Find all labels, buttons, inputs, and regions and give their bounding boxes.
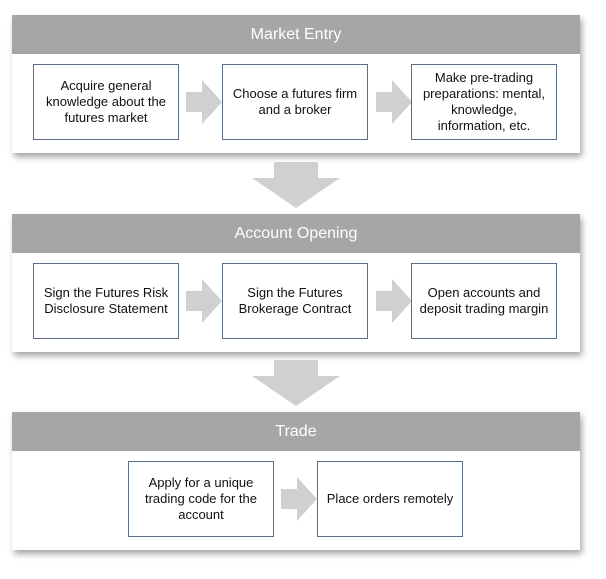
down-arrow-icon (252, 360, 340, 406)
right-arrow-icon (281, 477, 317, 521)
step-box: Sign the Futures Risk Disclosure Stateme… (33, 263, 179, 339)
right-arrow-icon (376, 80, 412, 124)
section-trade: Trade Apply for a unique trading code fo… (12, 412, 580, 550)
right-arrow-icon (186, 80, 222, 124)
step-box: Acquire general knowledge about the futu… (33, 64, 179, 140)
right-arrow-icon (186, 279, 222, 323)
step-box: Make pre-trading preparations: mental, k… (411, 64, 557, 140)
section-market-entry: Market Entry Acquire general knowledge a… (12, 15, 580, 153)
step-box: Sign the Futures Brokerage Contract (222, 263, 368, 339)
section-title: Account Opening (12, 214, 580, 253)
step-box: Apply for a unique trading code for the … (128, 461, 274, 537)
step-box: Place orders remotely (317, 461, 463, 537)
step-box: Open accounts and deposit trading margin (411, 263, 557, 339)
down-arrow-icon (252, 162, 340, 208)
step-box: Choose a futures firm and a broker (222, 64, 368, 140)
right-arrow-icon (376, 279, 412, 323)
section-title: Market Entry (12, 15, 580, 54)
section-title: Trade (12, 412, 580, 451)
section-account-opening: Account Opening Sign the Futures Risk Di… (12, 214, 580, 352)
